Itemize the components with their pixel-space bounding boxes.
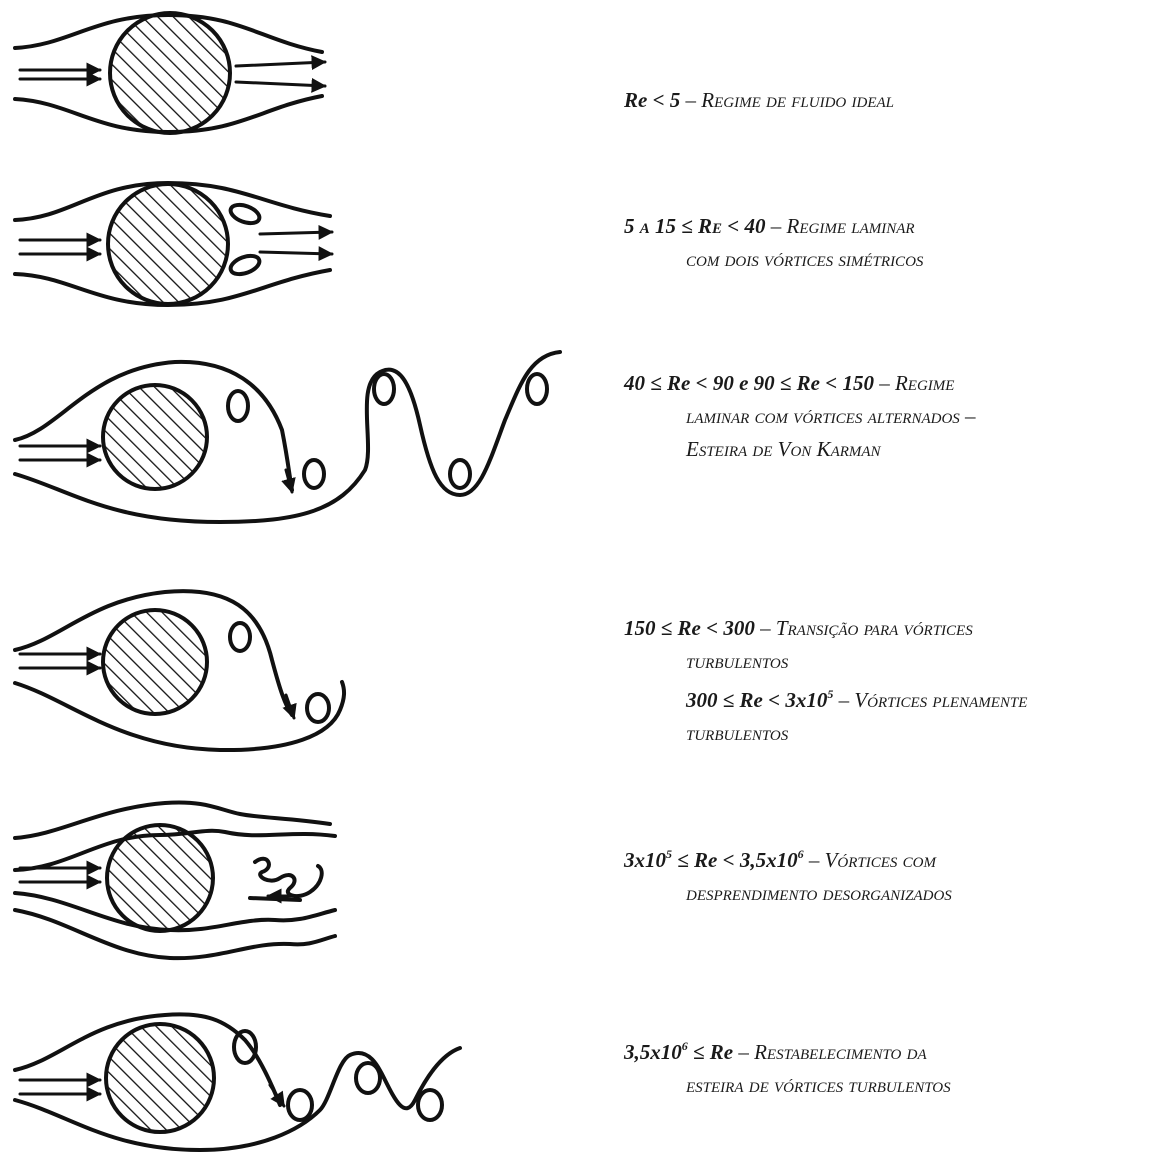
caption-text: turbulentos (686, 721, 788, 745)
caption-text: com dois vórtices simétricos (686, 247, 923, 271)
cylinder-5 (107, 825, 213, 931)
diagram-ideal-fluid (15, 13, 325, 133)
caption-text: 300 ≤ Re < 3x10 (686, 688, 827, 712)
diagram-von-karman (15, 352, 560, 522)
cylinder-4 (103, 610, 207, 714)
vortex (228, 252, 262, 277)
caption-text: 3x10 (624, 848, 666, 872)
vortex (418, 1090, 442, 1120)
caption-line: com dois vórtices simétricos (624, 243, 923, 276)
caption-text: – (733, 1040, 754, 1064)
caption-text: 3,5x10 (624, 1040, 682, 1064)
regime-caption-2: 5 a 15 ≤ Re < 40 – Regime laminar com doi… (624, 210, 923, 276)
cylinder-1 (110, 13, 230, 133)
caption-text: laminar com vórtices alternados – (686, 404, 976, 428)
caption-line: turbulentos (624, 645, 1027, 678)
caption-text: Regime (895, 371, 954, 395)
caption-text: Esteira de Von Karman (686, 437, 881, 461)
caption-text: – (766, 214, 787, 238)
caption-line: esteira de vórtices turbulentos (624, 1069, 951, 1102)
diagram-disorganized (15, 802, 335, 958)
diagram-transition (15, 591, 344, 750)
vortex (304, 460, 324, 488)
vortex (307, 694, 329, 722)
caption-line: laminar com vórtices alternados – (624, 400, 976, 433)
regime-caption-4: 150 ≤ Re < 300 – Transição para vórtices… (624, 612, 1027, 750)
caption-text: Vórtices plenamente (854, 688, 1027, 712)
caption-line: 300 ≤ Re < 3x105 – Vórtices plenamente (624, 678, 1027, 717)
caption-text: desprendimento desorganizados (686, 881, 952, 905)
cylinder-6 (106, 1024, 214, 1132)
caption-line: 150 ≤ Re < 300 – Transição para vórtices (624, 612, 1027, 645)
caption-line: 5 a 15 ≤ Re < 40 – Regime laminar (624, 210, 923, 243)
caption-text: Restabelecimento da (754, 1040, 927, 1064)
caption-line: Esteira de Von Karman (624, 433, 976, 466)
caption-text: 40 ≤ Re < 90 e 90 ≤ Re < 150 (624, 371, 874, 395)
caption-text: – (874, 371, 895, 395)
regime-caption-6: 3,5x106 ≤ Re – Restabelecimento da esteir… (624, 1030, 951, 1102)
caption-text: Transição para vórtices (776, 616, 973, 640)
caption-line: Re < 5 – Regime de fluido ideal (624, 84, 894, 117)
vortex (450, 460, 470, 488)
vortex (230, 623, 250, 651)
vortex (374, 374, 394, 404)
vortex (356, 1063, 380, 1093)
caption-text: – (755, 616, 776, 640)
caption-text: Regime de fluido ideal (701, 88, 894, 112)
caption-text: Vórtices com (825, 848, 936, 872)
caption-text: 150 ≤ Re < 300 (624, 616, 755, 640)
caption-line: 3,5x106 ≤ Re – Restabelecimento da (624, 1030, 951, 1069)
vortex (228, 201, 262, 226)
caption-text: – (804, 848, 825, 872)
caption-text: Re < 5 (624, 88, 680, 112)
caption-line: 3x105 ≤ Re < 3,5x106 – Vórtices com (624, 838, 952, 877)
vortex (527, 374, 547, 404)
caption-text: ≤ Re (688, 1040, 733, 1064)
caption-text: turbulentos (686, 649, 788, 673)
caption-text: 5 a 15 ≤ Re < 40 (624, 214, 766, 238)
caption-text: esteira de vórtices turbulentos (686, 1073, 951, 1097)
diagram-symmetric-vortices (15, 183, 332, 305)
caption-text: – (680, 88, 701, 112)
caption-line: desprendimento desorganizados (624, 877, 952, 910)
caption-text: ≤ Re < 3,5x10 (672, 848, 798, 872)
regime-caption-5: 3x105 ≤ Re < 3,5x106 – Vórtices com despr… (624, 838, 952, 910)
vortex (288, 1090, 312, 1120)
caption-text: Regime laminar (787, 214, 915, 238)
caption-text: – (833, 688, 854, 712)
regime-caption-1: Re < 5 – Regime de fluido ideal (624, 84, 894, 117)
diagram-turbulent-street (15, 1014, 460, 1150)
regime-caption-3: 40 ≤ Re < 90 e 90 ≤ Re < 150 – Regime lam… (624, 367, 976, 466)
cylinder-2 (108, 184, 228, 304)
caption-line: turbulentos (624, 717, 1027, 750)
cylinder-3 (103, 385, 207, 489)
vortex (228, 391, 248, 421)
caption-line: 40 ≤ Re < 90 e 90 ≤ Re < 150 – Regime (624, 367, 976, 400)
